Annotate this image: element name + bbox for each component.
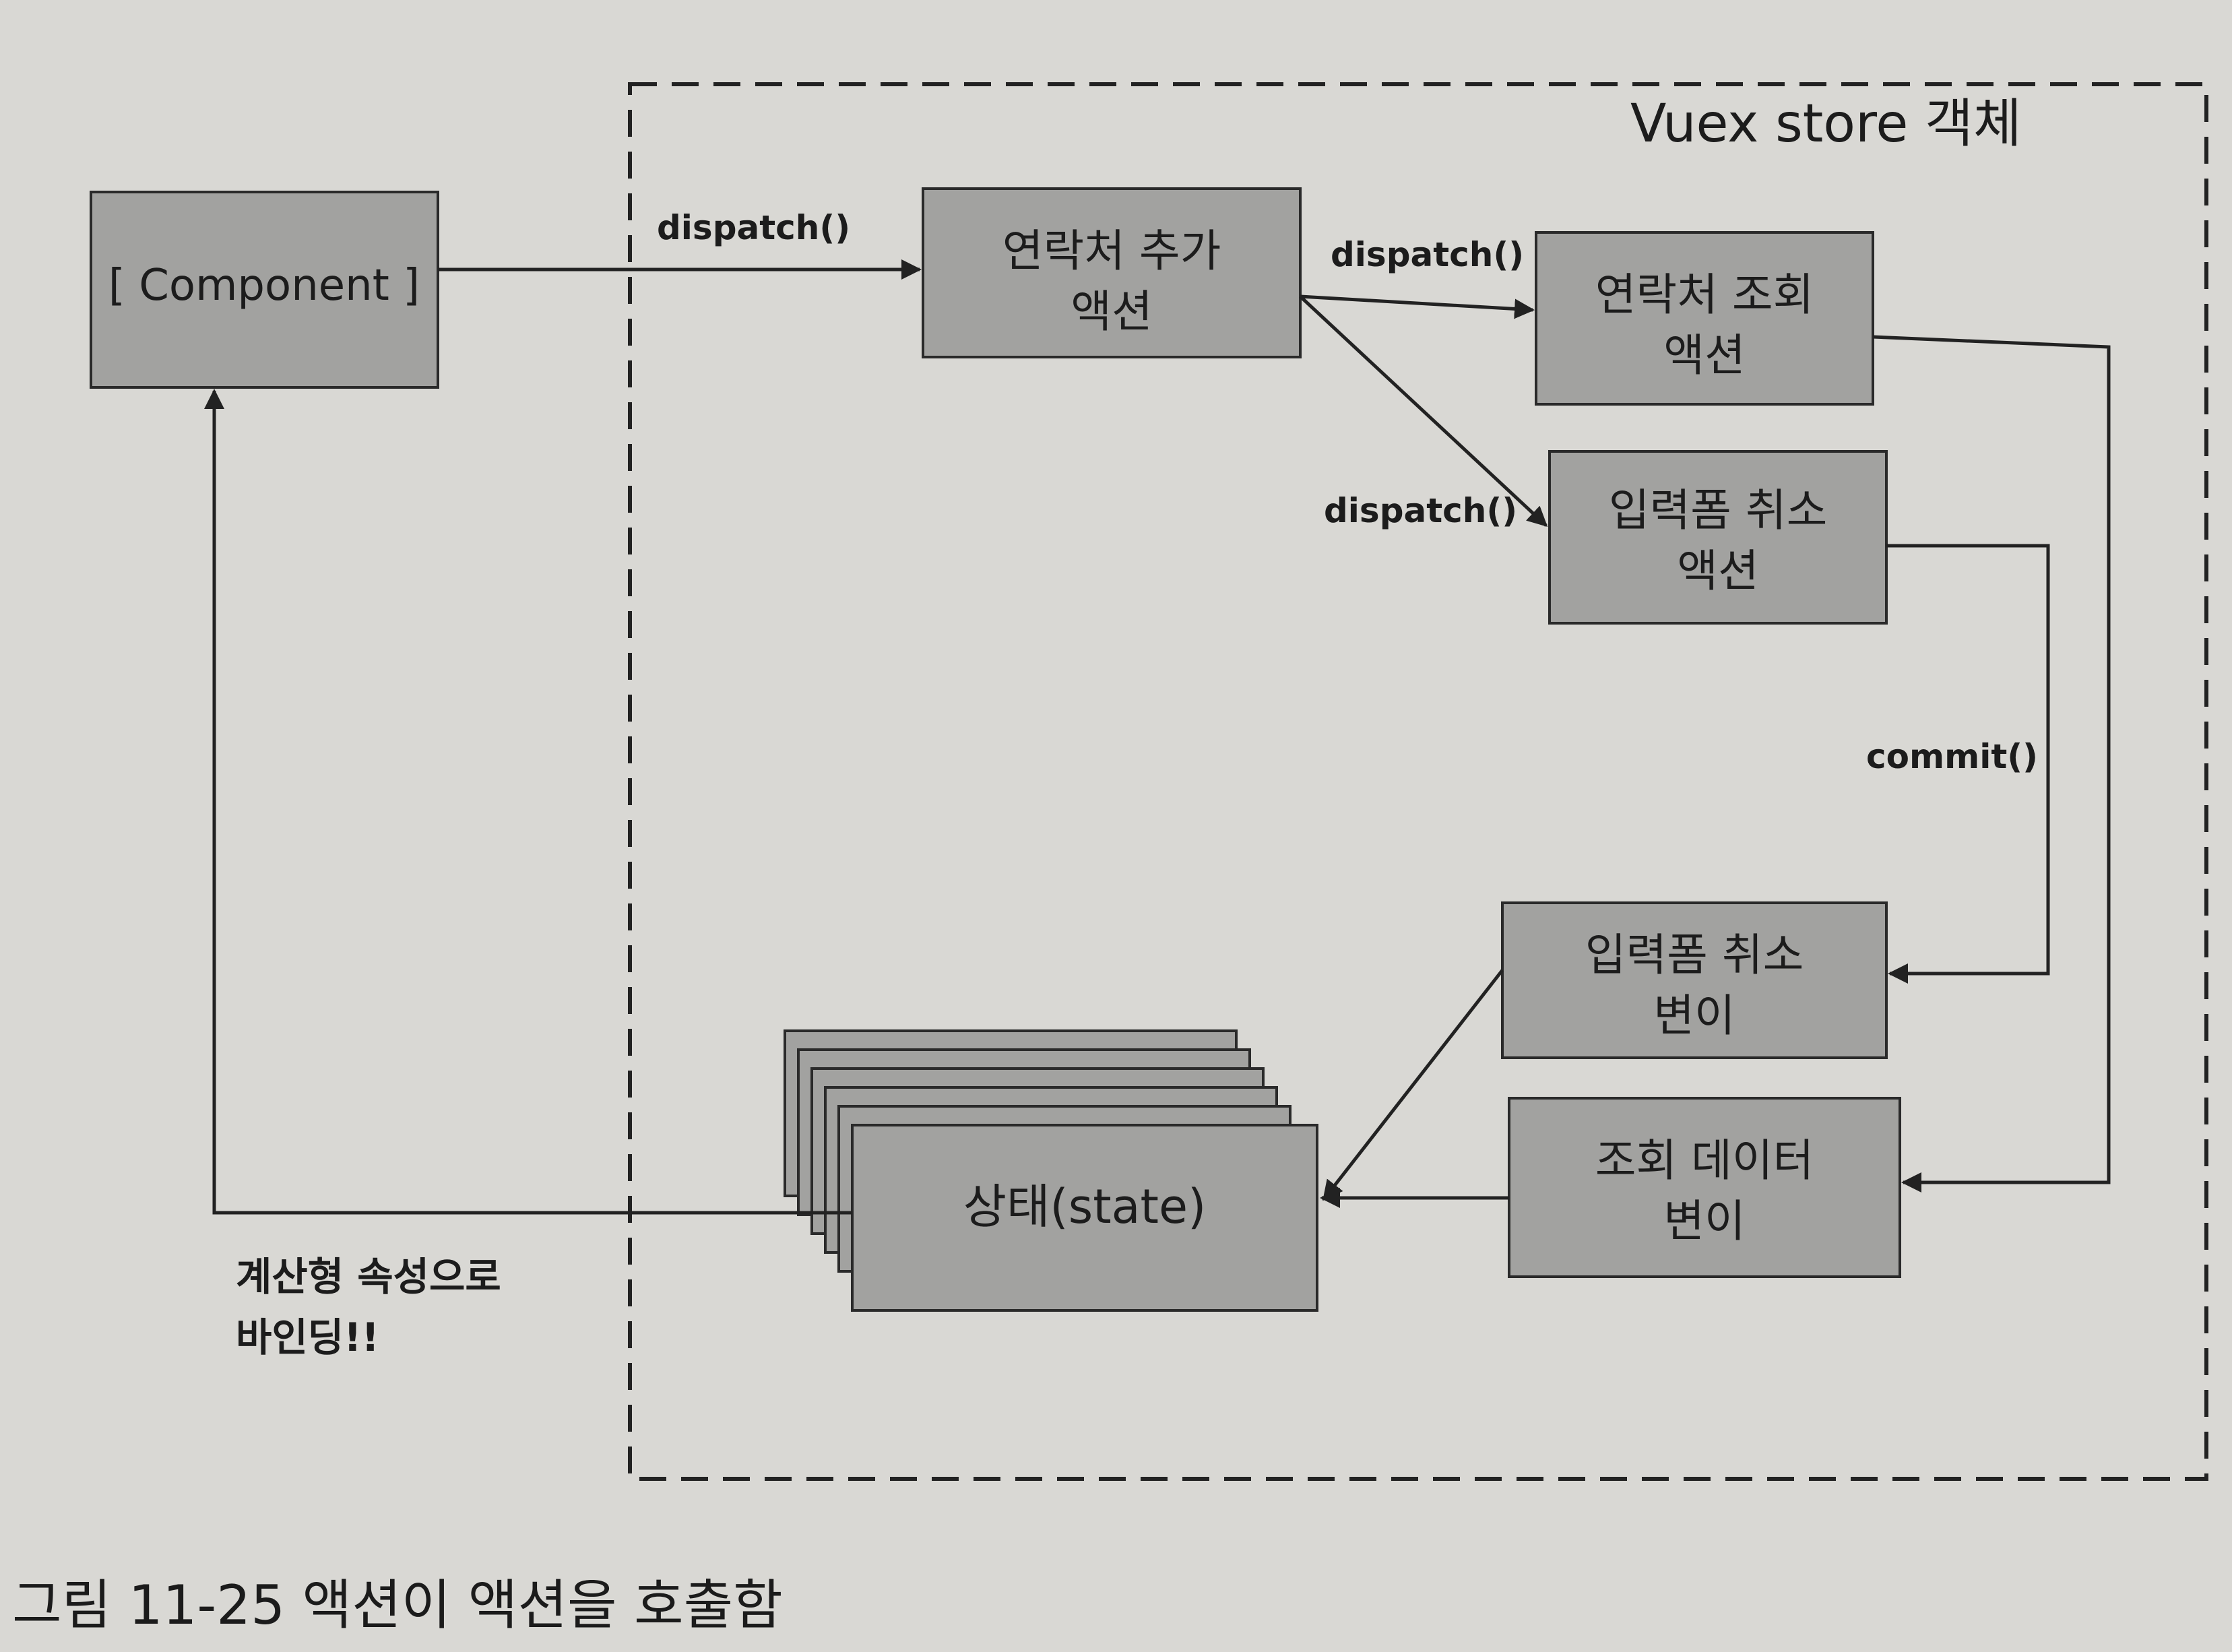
commit-label: commit(): [1866, 737, 2038, 776]
arrow-cancel-action-to-cancel-mutation: [1886, 544, 2050, 984]
mutation-cancel-form-box: [1501, 901, 1888, 1059]
dispatch-label-query: dispatch(): [1331, 235, 1524, 274]
action-add-contact-line2: 액션: [1071, 286, 1152, 338]
action-cancel-form-box: [1548, 450, 1888, 625]
vuex-store-boundary: [628, 82, 2208, 1481]
binding-note-line1: 계산형 속성으로: [236, 1254, 501, 1300]
dispatch-label-component: dispatch(): [657, 208, 850, 247]
action-query-contact-box: [1535, 231, 1874, 406]
state-label: 상태(state): [963, 1179, 1207, 1234]
vuex-store-label: Vuex store 객체: [1630, 94, 2022, 154]
mutation-query-data-line1: 조회 데이터: [1595, 1135, 1814, 1186]
arrow-query-action-to-query-mutation: [1872, 335, 2111, 1193]
figure-caption: 그림 11-25 액션이 액션을 호출함: [12, 1574, 783, 1637]
binding-note-line2: 바인딩!!: [236, 1314, 379, 1360]
mutation-query-data-box: [1508, 1097, 1901, 1278]
state-stack: [784, 1029, 1318, 1312]
arrow-cancel-mutation-to-state: [1322, 969, 1504, 1201]
action-query-contact-line1: 연락처 조회: [1595, 269, 1814, 321]
dispatch-label-cancel: dispatch(): [1324, 491, 1517, 530]
action-add-contact-box: [922, 187, 1302, 358]
mutation-cancel-form-line1: 입력폼 취소: [1585, 929, 1804, 981]
action-cancel-form-line2: 액션: [1677, 545, 1758, 597]
action-add-contact-line1: 연락처 추가: [1002, 225, 1221, 277]
mutation-cancel-form-line2: 변이: [1653, 990, 1735, 1042]
component-box: [90, 191, 439, 389]
arrow-add-to-cancel-action: [1299, 295, 1548, 528]
arrow-add-to-query-action: [1300, 294, 1535, 319]
component-label: [ Component ]: [108, 261, 420, 311]
action-cancel-form-line1: 입력폼 취소: [1609, 484, 1828, 536]
mutation-query-data-line2: 변이: [1663, 1195, 1745, 1247]
action-query-contact-line2: 액션: [1663, 329, 1745, 381]
arrow-state-to-component: [204, 389, 852, 1215]
